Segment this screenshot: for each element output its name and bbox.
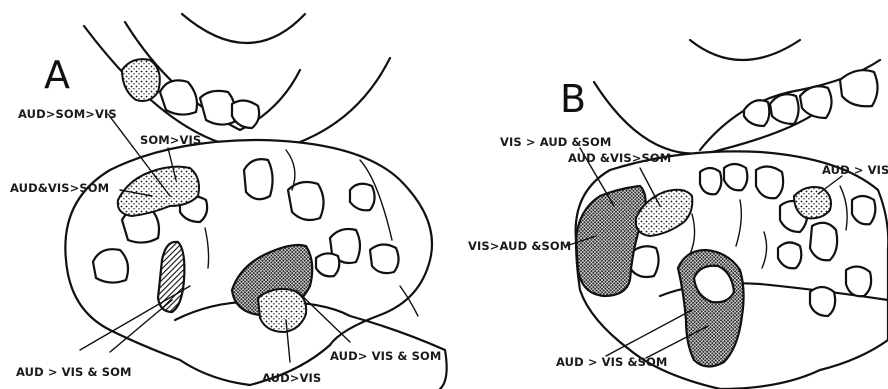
panel-b-cell [810,287,835,316]
label-aud-som-vis: AUD>SOM>VIS [18,107,117,121]
panel-b-upper-cell [744,100,769,126]
panel-a-top-arc [182,14,305,43]
panel-a-cell [370,244,399,273]
panel-a-cell [316,253,339,276]
panel-b-letter: B [560,77,586,121]
panel-b-cell [778,242,801,268]
panel-b-upper-cell [840,70,878,106]
panel-a: A AUD>SOM>VIS SOM>VIS AUD&VIS>SOM AUD > … [10,14,447,389]
panel-b-dotted-region-aud-vis [794,187,831,218]
label-aud-vis-som: AUD&VIS>SOM [10,181,109,195]
label-aud-vis: AUD > VIS [822,163,888,177]
label-aud-vis-and-som-right: AUD> VIS & SOM [330,349,441,363]
panel-b-top-arc [690,40,800,60]
panel-a-letter: A [44,53,70,97]
panel-b: B VIS > AUD &SOM AUD &VIS>SOM AUD > VIS … [468,40,888,389]
label-aud-vis-som: AUD &VIS>SOM [568,151,671,165]
panel-b-cell [846,266,871,296]
panel-b-cell [724,164,747,190]
panel-a-upper-dotted-region [122,59,160,101]
panel-b-upper-cell [800,86,832,118]
panel-a-cell [244,159,273,199]
panel-a-dotted-region-aud-vis [258,289,306,332]
panel-b-cell [852,196,875,224]
panel-a-upper-cell [200,91,235,125]
panel-b-cell [810,223,837,260]
panel-a-upper-cell [160,80,197,114]
label-vis-aud-som-mid: VIS>AUD &SOM [468,239,571,253]
panel-a-upper-cell [232,100,259,128]
label-vis-aud-som-top: VIS > AUD &SOM [500,135,611,149]
panel-b-upper-cell [770,94,799,124]
panel-a-cell [350,184,375,211]
label-aud-vis: AUD>VIS [262,371,321,385]
label-som-vis: SOM>VIS [140,133,201,147]
label-aud-vis-and-som-left: AUD > VIS & SOM [16,365,132,379]
panel-b-cell [756,166,783,198]
label-aud-vis-som-bottom: AUD > VIS &SOM [556,355,667,369]
panel-b-cell [700,168,721,194]
panel-a-cell [93,249,128,282]
